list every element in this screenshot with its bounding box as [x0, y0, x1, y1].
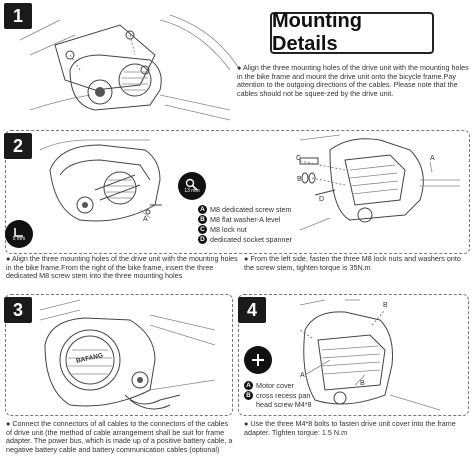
step-4-panel	[238, 294, 469, 416]
step-2-callout-b-right: B	[297, 176, 302, 183]
legend-key-b: B	[244, 391, 253, 400]
step-2-badge: 2	[4, 133, 32, 159]
step-2-legend-b: B M8 flat washer-A level	[198, 215, 280, 224]
legend-text-a: M8 dedicated screw stem	[210, 205, 292, 214]
step-2-panel	[5, 130, 470, 254]
step-1-badge: 1	[4, 3, 32, 29]
step-2-callout-d-right: D	[319, 196, 325, 203]
step-4-callout-b-bottom: B	[360, 380, 365, 387]
legend-text-b: M8 flat washer-A level	[210, 215, 281, 224]
step-3-panel	[5, 294, 233, 416]
step-2-tool-13mm: 13 mm	[178, 172, 206, 200]
step-2-tool-5mm: 5 mm	[5, 220, 33, 248]
legend-key-c: C	[198, 225, 207, 234]
wrench-icon	[185, 178, 198, 191]
step-4-badge: 4	[238, 297, 266, 323]
step-4-callout-b-top: B	[383, 302, 388, 309]
step-4-callout-a: A	[300, 372, 305, 379]
step-2-callout-a-right: A	[430, 155, 435, 162]
step-2-callout-a: A	[143, 216, 148, 223]
step-2-description-left: ● Align the three mounting holes of the …	[6, 254, 238, 281]
step-1-description: ● Align the three mounting holes of the …	[237, 63, 469, 98]
step-4-description: ● Use the three M4*8 bolts to fasten dri…	[244, 419, 456, 437]
tool-5mm-label: 5 mm	[12, 236, 26, 242]
legend-key-a: A	[244, 381, 253, 390]
tool-13mm-label: 13 mm	[184, 188, 200, 194]
step-2-legend-d: D dedicated socket spanner	[198, 235, 292, 244]
hex-key-icon	[14, 228, 23, 237]
legend-text-b: cross recess pan head screw M4*8	[256, 391, 312, 409]
step-4-legend-b: B cross recess pan head screw M4*8	[244, 391, 316, 409]
screwdriver-icon	[252, 354, 264, 366]
step-2-callout-c-right: C	[296, 155, 302, 162]
page-title-box: Mounting Details	[270, 10, 434, 55]
step-2-legend-c: C M8 lock nut	[198, 225, 247, 234]
legend-text-c: M8 lock nut	[210, 225, 247, 234]
legend-key-d: D	[198, 235, 207, 244]
step-2-legend-a: A M8 dedicated screw stem	[198, 205, 292, 214]
step-4-legend-a: A Motor cover	[244, 381, 294, 390]
page-title: Mounting Details	[272, 10, 362, 55]
legend-key-a: A	[198, 205, 207, 214]
legend-key-b: B	[198, 215, 207, 224]
step-2-description-right: ● From the left side, fasten the three M…	[244, 254, 461, 272]
legend-text-a: Motor cover	[256, 381, 294, 390]
step-4-tool-screwdriver	[244, 346, 272, 374]
step-3-description: ● Connect the connectors of all cables t…	[6, 419, 233, 454]
step-3-badge: 3	[4, 297, 32, 323]
legend-text-d: dedicated socket spanner	[210, 235, 292, 244]
